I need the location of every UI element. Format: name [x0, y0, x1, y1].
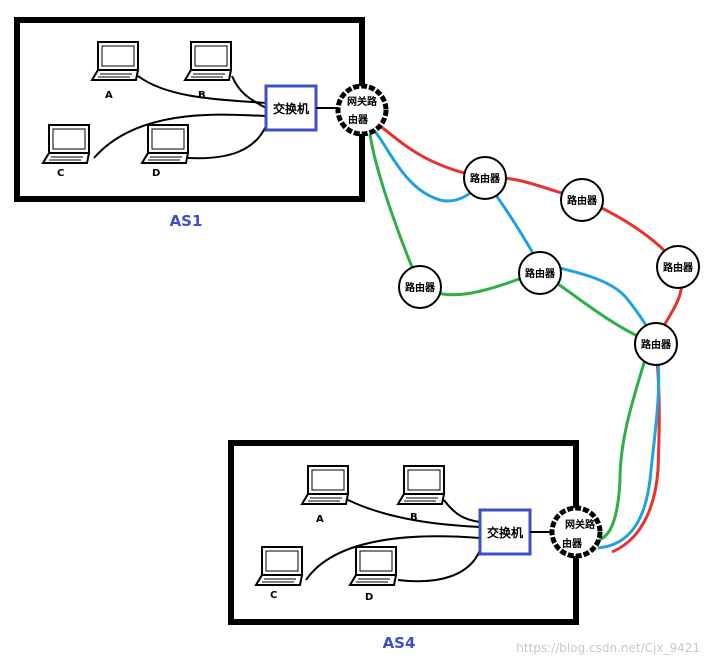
router-1 [463, 156, 507, 200]
router-3 [656, 245, 700, 289]
router-4-label: 路由器 [525, 267, 556, 280]
router-4 [518, 251, 562, 295]
as4-cable-b [443, 499, 481, 523]
as4-cable-a [347, 499, 481, 528]
router-2-label: 路由器 [567, 194, 598, 207]
as4-computer-b-icon [397, 465, 445, 505]
as4-computer-a-icon [301, 465, 349, 505]
as1-computer-b-label: B [198, 90, 206, 101]
as1-computer-c-icon [42, 124, 90, 164]
as1-cable-c [93, 113, 267, 159]
as1-computer-a-icon [91, 41, 139, 81]
as1-computer-a-label: A [105, 90, 113, 101]
as1-cable-a [137, 75, 267, 104]
watermark: https://blog.csdn.net/Cjx_9421 [516, 641, 700, 655]
path-blue [372, 129, 661, 550]
as4-cable-c [305, 535, 481, 581]
as4-computer-d-icon [349, 546, 397, 586]
as4-gateway-router [549, 505, 603, 559]
as1-switch [264, 84, 318, 132]
as4-computer-d-label: D [365, 592, 373, 603]
as1-computer-d-icon [141, 124, 189, 164]
router-6 [398, 265, 442, 309]
as4-computer-a-label: A [316, 514, 324, 525]
as1-cable-b [231, 75, 267, 109]
as1-gateway-label-line2: 由器 [348, 113, 369, 126]
as4-switch [478, 508, 532, 556]
router-6-label: 路由器 [405, 281, 436, 294]
router-5 [634, 322, 678, 366]
as4-computer-b-label: B [410, 512, 418, 523]
as1-gateway-label-line1: 网关路 [347, 95, 378, 108]
router-3-label: 路由器 [663, 261, 694, 274]
as1-cable-d [187, 125, 267, 160]
router-2 [560, 178, 604, 222]
as4-label: AS4 [383, 634, 416, 652]
as1-switch-label: 交换机 [273, 101, 309, 116]
as4-computer-c-icon [255, 546, 303, 586]
as1-computer-d-label: D [152, 168, 160, 179]
as1-computer-c-label: C [57, 168, 64, 179]
path-green [368, 133, 652, 542]
as1-computer-b-icon [184, 41, 232, 81]
as4-computer-c-label: C [270, 590, 277, 601]
as4-gateway-label-line2: 由器 [562, 537, 583, 550]
as1-gateway-router [335, 83, 389, 137]
router-1-label: 路由器 [470, 172, 501, 185]
as4-cable-d [397, 549, 481, 583]
router-5-label: 路由器 [641, 338, 672, 351]
as1-label: AS1 [170, 212, 203, 230]
as4-switch-label: 交换机 [487, 525, 523, 540]
as4-gateway-label-line1: 网关路 [565, 518, 596, 531]
